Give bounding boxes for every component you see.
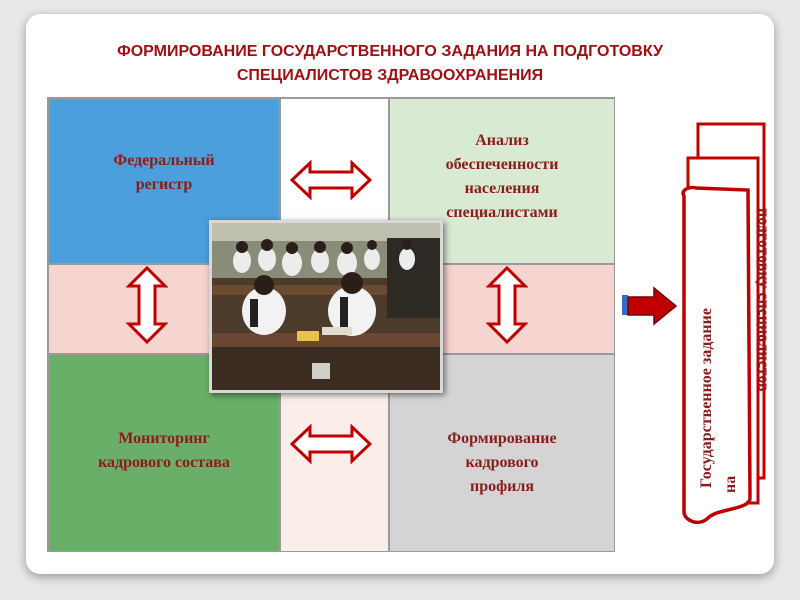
title-line-2: СПЕЦИАЛИСТОВ ЗДРАВООХРАНЕНИЯ bbox=[236, 67, 544, 84]
cell-monitoring: Мониторинг кадрового состава bbox=[48, 354, 280, 552]
right-arrow-icon bbox=[622, 286, 678, 326]
cell-federal-register: Федеральный регистр bbox=[48, 98, 280, 264]
federal-register-line-2: регистр bbox=[135, 176, 193, 193]
double-arrow-vertical-icon bbox=[486, 266, 528, 344]
double-arrow-vertical-icon bbox=[126, 266, 168, 344]
federal-register-line-1: Федеральный bbox=[113, 152, 215, 169]
slide-title: ФОРМИРОВАНИЕ ГОСУДАРСТВЕННОГО ЗАДАНИЯ НА… bbox=[40, 40, 740, 88]
forming-line-2: кадрового bbox=[465, 454, 539, 471]
monitoring-line-1: Мониторинг bbox=[118, 430, 210, 447]
state-task-card: Государственное задание на подготовку сп… bbox=[678, 118, 778, 538]
forming-line-3: профиля bbox=[469, 478, 535, 495]
analysis-line-4: специалистами bbox=[446, 204, 558, 221]
double-arrow-horizontal-icon bbox=[290, 160, 372, 200]
laboratory-classroom-photo bbox=[209, 220, 443, 393]
analysis-line-3: населения bbox=[464, 180, 540, 197]
forming-line-1: Формирование bbox=[447, 430, 557, 447]
cell-analysis: Анализ обеспеченности населения специали… bbox=[389, 98, 615, 264]
scroll-text-line-1: Государственное задание bbox=[698, 308, 715, 488]
title-line-1: ФОРМИРОВАНИЕ ГОСУДАРСТВЕННОГО ЗАДАНИЯ НА… bbox=[117, 43, 663, 60]
scroll-text-line-3: подготовку специалистов bbox=[755, 208, 772, 392]
analysis-line-2: обеспеченности bbox=[445, 156, 559, 173]
analysis-line-1: Анализ bbox=[475, 132, 529, 149]
monitoring-line-2: кадрового состава bbox=[98, 454, 230, 471]
scroll-text-line-2: на bbox=[722, 475, 739, 493]
double-arrow-horizontal-icon bbox=[290, 424, 372, 464]
